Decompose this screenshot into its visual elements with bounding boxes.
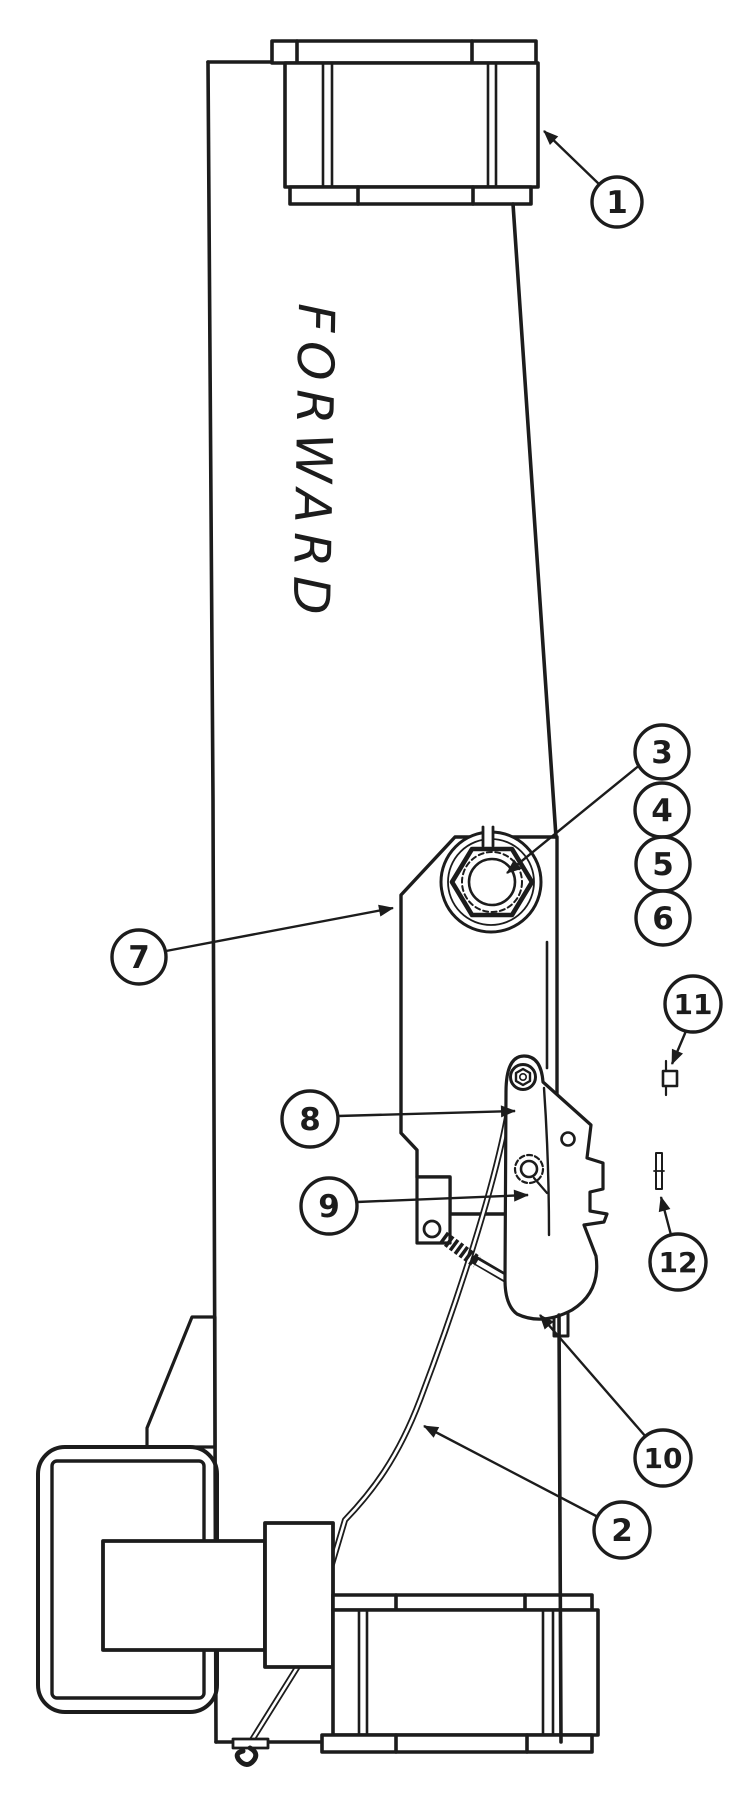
callout-8: 8	[280, 1089, 340, 1149]
beam-right-edge	[511, 202, 563, 1744]
callout-9-number: 9	[318, 1189, 340, 1225]
gusset-bracket-drawing	[145, 1315, 217, 1449]
leader-line-2	[423, 1424, 599, 1519]
leader-line-8	[337, 1105, 516, 1118]
callout-3: 3	[633, 723, 691, 781]
leader-line-7	[165, 904, 394, 953]
callout-5: 5	[634, 835, 692, 893]
callout-1: 1	[590, 175, 644, 229]
cam-roller-drawing	[513, 1153, 549, 1195]
leader-line-12	[658, 1196, 673, 1236]
callout-7-number: 7	[128, 940, 150, 976]
leader-line-1	[543, 130, 602, 187]
top-roller-drawing	[270, 39, 540, 206]
leader-line-3	[506, 763, 642, 874]
callout-10: 10	[633, 1428, 693, 1488]
callout-9: 9	[299, 1176, 359, 1236]
leader-line-9	[356, 1189, 529, 1204]
callout-11: 11	[663, 974, 723, 1034]
clip-part-drawing	[661, 1059, 679, 1097]
pin-part-drawing	[653, 1152, 665, 1190]
bottom-roller-drawing	[320, 1593, 600, 1754]
forward-text: FORWARD	[281, 303, 345, 624]
callout-6-number: 6	[652, 901, 674, 937]
callout-3-number: 3	[651, 735, 673, 771]
callout-4-number: 4	[651, 793, 673, 829]
callout-12: 12	[648, 1232, 708, 1292]
grease-slot	[482, 826, 494, 846]
callout-7: 7	[110, 928, 168, 986]
callout-12-number: 12	[659, 1246, 698, 1279]
keeper-hole	[560, 1131, 576, 1147]
callout-2-number: 2	[611, 1513, 633, 1549]
callout-5-number: 5	[652, 847, 674, 883]
pull-rod-drawing	[231, 1108, 512, 1767]
beam-left-edge	[206, 60, 218, 1744]
pivot-bolt	[509, 1063, 537, 1091]
callout-2: 2	[592, 1500, 652, 1560]
callout-10-number: 10	[644, 1442, 683, 1475]
leader-line-11	[670, 1030, 688, 1065]
leader-line-10	[539, 1314, 647, 1438]
callout-balloons: 1 3 4 5 6 7 8 9	[110, 175, 723, 1560]
latch-lever-drawing	[503, 1054, 609, 1321]
callout-11-number: 11	[674, 988, 713, 1021]
callout-6: 6	[634, 889, 692, 947]
jack-arm-drawing	[101, 1521, 335, 1669]
leader-lines	[165, 130, 688, 1519]
callout-4: 4	[633, 781, 691, 839]
callout-8-number: 8	[299, 1102, 321, 1138]
callout-1-number: 1	[606, 185, 628, 221]
forward-label: FORWARD	[281, 303, 345, 624]
rod-s-hook	[234, 1745, 259, 1767]
